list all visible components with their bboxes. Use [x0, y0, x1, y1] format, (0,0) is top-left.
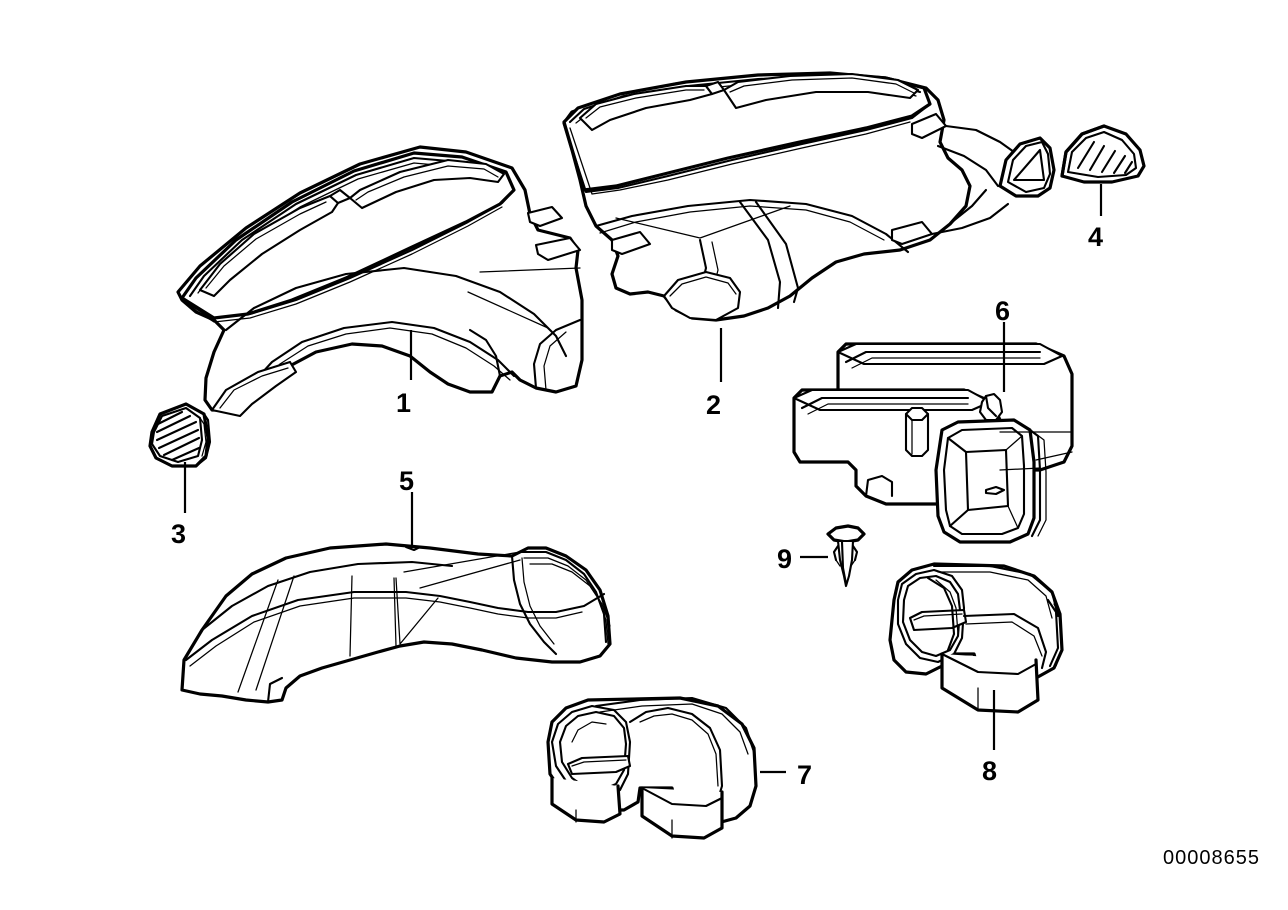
callout-label-6: 6 [995, 296, 1011, 326]
part-2-air-duct-right [562, 71, 1016, 322]
callout-label-4: 4 [1088, 222, 1104, 252]
part-7-oval-duct-elbow [546, 696, 758, 840]
callout-label-2: 2 [706, 390, 722, 420]
callout-label-7: 7 [797, 760, 813, 790]
callout-label-3: 3 [171, 519, 187, 549]
callout-label-9: 9 [777, 544, 793, 574]
part-9-expanding-rivet [826, 524, 866, 588]
callout-label-1: 1 [396, 388, 412, 418]
part-3-louvered-vent-grille [148, 402, 212, 468]
part-4-triangular-vent-grille [998, 124, 1146, 198]
callout-leaders [183, 184, 1103, 774]
callout-label-8: 8 [982, 756, 998, 786]
diagram-number: 00008655 [1163, 847, 1260, 869]
part-5-center-air-duct-cover [180, 542, 612, 704]
part-8-oval-duct-nozzle [888, 562, 1064, 714]
part-1-air-duct-left [176, 145, 584, 418]
callout-label-5: 5 [399, 466, 415, 496]
part-6-air-distribution-housing [792, 342, 1074, 544]
